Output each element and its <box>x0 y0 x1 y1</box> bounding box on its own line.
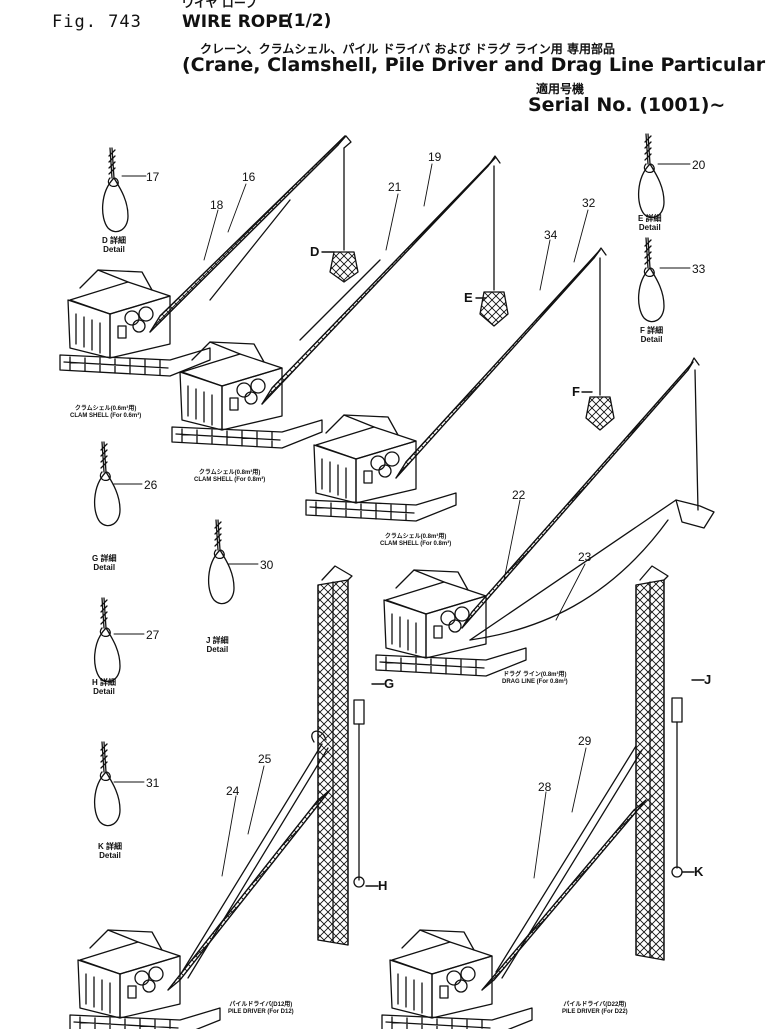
caption-clamshell-1: クラムシェル(0.6m³用) CLAM SHELL (For 0.6m³) <box>70 406 141 420</box>
caption-clamshell-2: クラムシェル(0.8m³用) CLAM SHELL (For 0.8m³) <box>194 470 265 484</box>
caption-clamshell-1-jp: クラムシェル(0.6m³用) <box>74 406 137 412</box>
detail-label-j-en: Detail <box>206 645 229 654</box>
detail-label-e-jp: E 詳細 <box>638 214 662 223</box>
figure-number: Fig. 743 <box>52 12 142 32</box>
part-number-27: 27 <box>146 628 160 642</box>
view-marker-h: H <box>378 878 388 893</box>
part-number-33: 33 <box>692 262 706 276</box>
part-number-29: 29 <box>578 734 592 748</box>
view-marker-g: G <box>384 676 395 691</box>
caption-drag-line-en: DRAG LINE (For 0.8m³) <box>502 679 568 685</box>
part-number-31: 31 <box>146 776 160 790</box>
detail-label-d-en: Detail <box>103 245 125 254</box>
part-number-26: 26 <box>144 478 158 492</box>
detail-label-g: G 詳細 Detail <box>92 554 116 572</box>
detail-label-d-jp: D 詳細 <box>102 236 126 245</box>
part-number-24: 24 <box>226 784 240 798</box>
view-marker-k: K <box>694 864 704 879</box>
serial-japanese: 適用号機 <box>536 82 585 96</box>
detail-label-g-jp: G 詳細 <box>92 554 117 563</box>
caption-clamshell-2-jp: クラムシェル(0.8m³用) <box>198 470 261 476</box>
detail-label-f-jp: F 詳細 <box>640 326 664 335</box>
part-number-30: 30 <box>260 558 274 572</box>
figure-title: WIRE ROPE <box>182 12 290 32</box>
detail-label-f-en: Detail <box>640 335 663 344</box>
caption-clamshell-3-en: CLAM SHELL (For 0.8m³) <box>380 541 452 547</box>
caption-pile-driver-d22: パイルドライバ(D22用) PILE DRIVER (For D22) <box>562 1002 628 1016</box>
detail-label-f: F 詳細 Detail <box>640 326 663 344</box>
caption-pile-driver-d12-jp: パイルドライバ(D12用) <box>229 1002 293 1008</box>
part-number-20: 20 <box>692 158 706 172</box>
detail-label-h-jp: H 詳細 <box>92 678 116 687</box>
part-number-16: 16 <box>242 170 256 184</box>
header-jp-top: ワイヤ ロープ <box>182 0 258 10</box>
view-marker-j: J <box>704 672 712 687</box>
detail-label-h-en: Detail <box>93 687 115 696</box>
part-number-23: 23 <box>578 550 592 564</box>
caption-pile-driver-d22-en: PILE DRIVER (For D22) <box>562 1009 628 1015</box>
detail-label-k-en: Detail <box>99 851 121 860</box>
caption-clamshell-3-jp: クラムシェル(0.8m³用) <box>384 534 447 540</box>
caption-pile-driver-d12: パイルドライバ(D12用) PILE DRIVER (For D12) <box>228 1002 294 1016</box>
detail-label-k: K 詳細 Detail <box>98 842 122 860</box>
part-number-32: 32 <box>582 196 596 210</box>
caption-drag-line-jp: ドラグ ライン(0.8m³用) <box>503 672 567 678</box>
detail-label-k-jp: K 詳細 <box>98 842 122 851</box>
part-number-17: 17 <box>146 170 160 184</box>
detail-label-j-jp: J 詳細 <box>206 636 229 645</box>
part-number-25: 25 <box>258 752 272 766</box>
detail-label-d: D 詳細 Detail <box>102 236 126 254</box>
detail-label-e-en: Detail <box>638 223 661 232</box>
detail-label-e: E 詳細 Detail <box>638 214 662 232</box>
caption-pile-driver-d12-en: PILE DRIVER (For D12) <box>228 1009 294 1015</box>
detail-label-h: H 詳細 Detail <box>92 678 116 696</box>
subtitle-japanese: クレーン、クラムシェル、パイル ドライバ および ドラグ ライン用 専用部品 <box>200 42 615 56</box>
part-number-22: 22 <box>512 488 526 502</box>
view-marker-d: D <box>310 244 320 259</box>
part-number-21: 21 <box>388 180 402 194</box>
detail-label-j: J 詳細 Detail <box>206 636 229 654</box>
caption-drag-line: ドラグ ライン(0.8m³用) DRAG LINE (For 0.8m³) <box>502 672 568 686</box>
caption-clamshell-3: クラムシェル(0.8m³用) CLAM SHELL (For 0.8m³) <box>380 534 451 548</box>
caption-clamshell-2-en: CLAM SHELL (For 0.8m³) <box>194 477 266 483</box>
part-number-28: 28 <box>538 780 552 794</box>
part-number-19: 19 <box>428 150 442 164</box>
figure-fraction: (1/2) <box>286 11 332 31</box>
caption-pile-driver-d22-jp: パイルドライバ(D22用) <box>563 1002 627 1008</box>
caption-clamshell-1-en: CLAM SHELL (For 0.6m³) <box>70 413 142 419</box>
subtitle-english: (Crane, Clamshell, Pile Driver and Drag … <box>182 54 767 76</box>
serial-number: Serial No. (1001)~ <box>528 94 726 116</box>
view-marker-e: E <box>464 290 473 305</box>
part-number-18: 18 <box>210 198 224 212</box>
part-number-34: 34 <box>544 228 558 242</box>
detail-label-g-en: Detail <box>93 563 116 572</box>
view-marker-f: F <box>572 384 580 399</box>
